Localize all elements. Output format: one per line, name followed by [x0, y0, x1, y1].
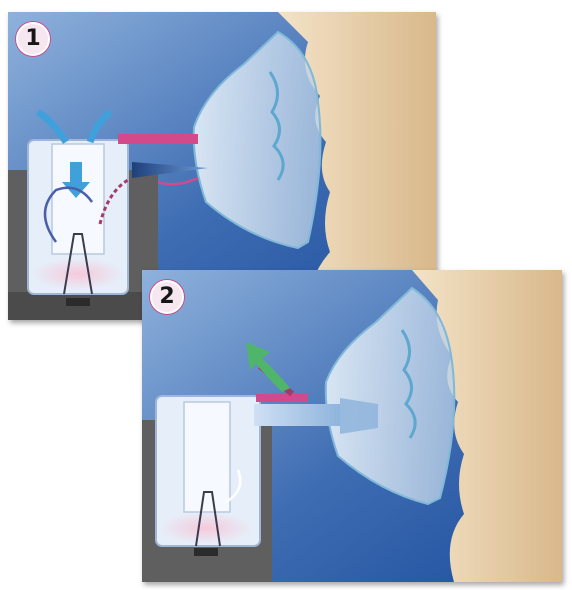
step-number-badge: 1 — [16, 22, 50, 56]
step-2-panel: 2 — [142, 270, 562, 582]
tube-to-mask — [340, 398, 378, 434]
aerosol-mist — [32, 258, 124, 290]
step-number-badge: 2 — [150, 280, 184, 314]
aerosol-mist — [160, 512, 252, 544]
nozzle-base — [66, 298, 90, 306]
chamber-inner-tube — [52, 144, 104, 254]
inhalation-valve — [118, 134, 198, 144]
chamber-inner-tube — [184, 402, 230, 512]
exhalation-illustration — [142, 270, 562, 582]
connector-tube — [254, 404, 340, 426]
nozzle-base — [194, 548, 218, 556]
exhalation-valve — [256, 394, 308, 402]
